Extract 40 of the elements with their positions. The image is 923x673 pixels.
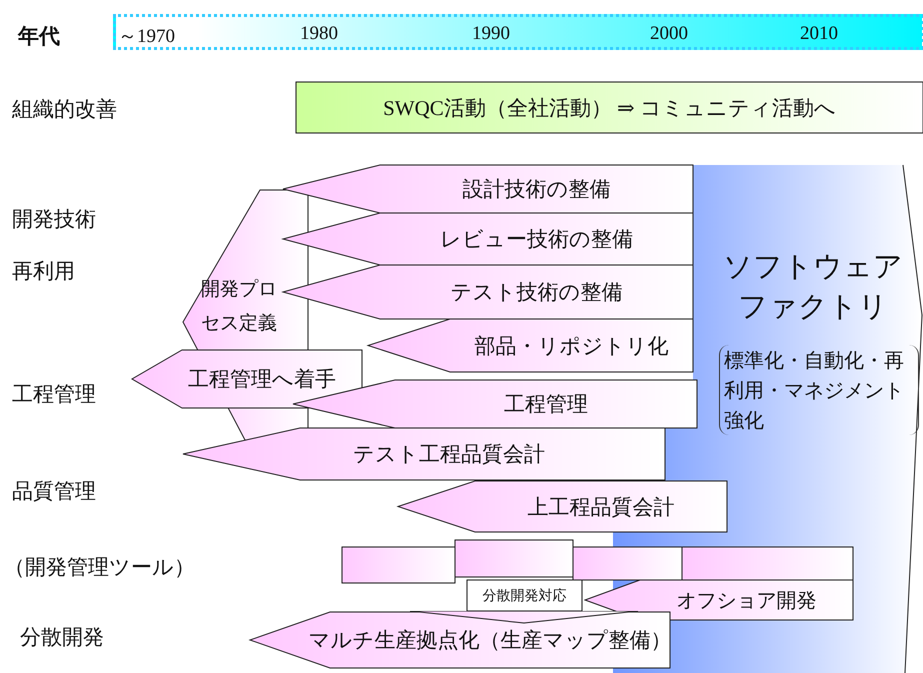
arrow-shape bbox=[183, 428, 665, 480]
tool-box bbox=[342, 547, 455, 583]
title-text: ソフトウェアファクトリ bbox=[723, 250, 903, 325]
process-box bbox=[467, 580, 582, 611]
node-text: 設計技術の整備 bbox=[462, 176, 610, 203]
node-text: オフショア開発 bbox=[676, 588, 816, 614]
row-label: 分散開発 bbox=[20, 624, 104, 651]
bracketed-note: 標準化・自動化・再利用・マネジメント強化 bbox=[719, 345, 919, 435]
year-label: 2000 bbox=[650, 23, 688, 45]
node-text: 工程管理 bbox=[504, 391, 588, 418]
node-text: SWQC活動（全社活動） ⇒ コミュニティ活動へ bbox=[383, 94, 836, 122]
row-label: 工程管理 bbox=[12, 381, 96, 408]
tool-box bbox=[455, 540, 573, 577]
year-label: 2010 bbox=[800, 23, 838, 45]
node-text: 部品・リポジトリ化 bbox=[474, 332, 668, 360]
year-heading: 年代 bbox=[18, 23, 60, 50]
arrow-shape bbox=[283, 213, 693, 265]
year-label: 1990 bbox=[472, 23, 510, 45]
arrow-shape bbox=[283, 265, 693, 319]
tool-box bbox=[573, 547, 682, 580]
arrow-shape bbox=[132, 350, 362, 408]
process-box bbox=[296, 82, 923, 133]
arrow-shape bbox=[368, 319, 693, 372]
node-text: テスト工程品質会計 bbox=[353, 441, 545, 468]
node-text: テスト技術の整備 bbox=[450, 279, 622, 306]
node-text: 工程管理へ着手 bbox=[188, 366, 336, 393]
node-text: レビュー技術の整備 bbox=[440, 226, 633, 253]
row-label: 開発技術 bbox=[12, 206, 96, 233]
arrow-shape bbox=[283, 165, 693, 213]
year-label: ～1970 bbox=[118, 25, 175, 49]
node-text: 開発プロセス定義 bbox=[201, 277, 278, 336]
arrow-shape bbox=[398, 481, 727, 532]
row-label: （開発管理ツール） bbox=[4, 554, 195, 581]
row-label: 再利用 bbox=[12, 258, 75, 285]
year-label: 1980 bbox=[300, 23, 338, 45]
node-text: 上工程品質会計 bbox=[528, 494, 674, 520]
row-label: 品質管理 bbox=[12, 478, 96, 505]
row-label: 組織的改善 bbox=[12, 96, 117, 123]
node-text: 分散開発対応 bbox=[482, 586, 566, 604]
node-text: マルチ生産拠点化（生産マップ整備） bbox=[308, 627, 672, 654]
